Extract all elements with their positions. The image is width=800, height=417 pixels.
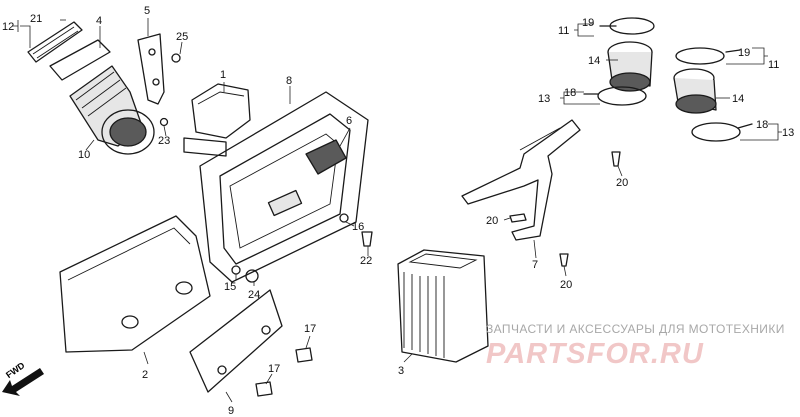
callout-12: 12 — [2, 21, 14, 33]
bolt-part-24 — [245, 269, 259, 283]
callout-1: 1 — [220, 69, 226, 81]
bolt-part-20-middle — [509, 213, 527, 223]
callout-labels: 12 21 4 10 5 25 23 1 8 6 16 22 15 24 2 9… — [2, 5, 794, 417]
intake-duct-part-10 — [69, 65, 155, 155]
callout-5: 5 — [144, 5, 150, 17]
leader-lines — [12, 18, 782, 403]
watermark-caption: ЗАПЧАСТИ И АКСЕССУАРЫ ДЛЯ МОТОТЕХНИКИ — [486, 322, 785, 336]
callout-23: 23 — [158, 135, 170, 147]
callout-14-right: 14 — [732, 93, 744, 105]
callout-18-left: 18 — [564, 87, 576, 99]
bolt-part-16 — [339, 213, 349, 223]
bolt-part-17-lower — [255, 381, 273, 397]
callout-14-left: 14 — [588, 55, 600, 67]
cover-plate-part-9 — [189, 289, 283, 393]
grommet-part-15 — [231, 265, 241, 275]
screw-part-19-right — [725, 49, 741, 53]
screw-part-18-right — [737, 123, 753, 129]
callout-13-left: 13 — [538, 93, 550, 105]
callout-15: 15 — [224, 281, 236, 293]
callout-2: 2 — [142, 369, 148, 381]
clamp-band-part-11-right — [675, 47, 725, 65]
clamp-band-part-13-left — [597, 86, 647, 106]
intake-band-part-21 — [27, 21, 83, 63]
forward-arrow-icon — [2, 368, 44, 396]
bolt-part-17-upper — [295, 347, 313, 363]
mount-bracket-part-5 — [137, 33, 165, 105]
callout-17-upper: 17 — [304, 323, 316, 335]
bolt-part-20-upper — [611, 151, 621, 167]
rubber-boot-part-14-left — [607, 41, 653, 92]
callout-11-left: 11 — [558, 25, 569, 37]
callout-11-right: 11 — [768, 59, 779, 71]
bolt-part-22 — [361, 231, 373, 247]
clamp-band-part-13-right — [691, 122, 741, 142]
rubber-boot-part-14-right — [673, 68, 717, 114]
callout-24: 24 — [248, 289, 260, 301]
air-cleaner-case-part-8 — [199, 91, 369, 283]
callout-19-right: 19 — [738, 47, 750, 59]
callout-20-lower: 20 — [560, 279, 572, 291]
callout-17-lower: 17 — [268, 363, 280, 375]
air-duct-connector-part-1 — [183, 83, 251, 157]
callout-6: 6 — [346, 115, 352, 127]
callout-4: 4 — [96, 15, 102, 27]
callout-7: 7 — [532, 259, 538, 271]
bracket-frame-part-7 — [461, 119, 581, 241]
callout-20-middle: 20 — [486, 215, 498, 227]
bolt-part-20-lower — [559, 253, 569, 267]
callout-21: 21 — [30, 13, 42, 25]
case-gasket-part-6 — [305, 139, 347, 175]
intake-gasket-part-4 — [49, 39, 111, 81]
callout-19-left: 19 — [582, 17, 594, 29]
callout-9: 9 — [228, 405, 234, 417]
watermark-logo: PARTSFOR.RU — [486, 338, 704, 370]
callout-13-right: 13 — [782, 127, 794, 139]
callout-22: 22 — [360, 255, 372, 267]
bolt-part-25 — [171, 53, 181, 63]
side-cover-part-2 — [59, 215, 211, 353]
callout-8: 8 — [286, 75, 292, 87]
air-filter-element-part-3 — [397, 249, 489, 363]
callout-16: 16 — [352, 221, 364, 233]
callout-3: 3 — [398, 365, 404, 377]
callout-20-upper: 20 — [616, 177, 628, 189]
callout-25: 25 — [176, 31, 188, 43]
callout-10: 10 — [78, 149, 90, 161]
bolt-part-23 — [159, 117, 169, 127]
callout-18-right: 18 — [756, 119, 768, 131]
